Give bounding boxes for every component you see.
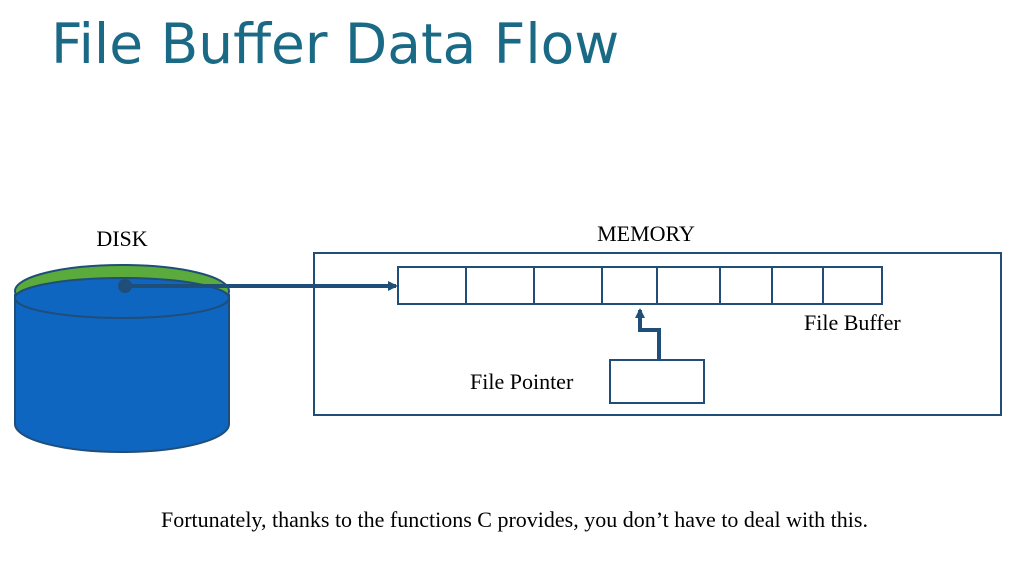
buffer-cell	[822, 266, 883, 305]
buffer-cell	[656, 266, 721, 305]
disk-body	[14, 294, 230, 453]
buffer-cell	[397, 266, 467, 305]
buffer-cell	[719, 266, 773, 305]
disk-label: DISK	[96, 226, 147, 251]
buffer-cell	[771, 266, 824, 305]
buffer-cell	[465, 266, 535, 305]
file-pointer-box	[609, 359, 705, 404]
memory-label: MEMORY	[597, 221, 695, 246]
file-buffer-label: File Buffer	[804, 310, 901, 335]
disk-icon	[14, 264, 230, 453]
memory-box	[313, 252, 1002, 416]
file-pointer-arrow	[635, 308, 661, 360]
file-pointer-label: File Pointer	[470, 369, 574, 394]
buffer-cell	[533, 266, 603, 305]
file-buffer	[397, 266, 883, 305]
buffer-cell	[601, 266, 658, 305]
slide-title: File Buffer Data Flow	[51, 12, 620, 76]
caption-text: Fortunately, thanks to the functions C p…	[161, 507, 868, 532]
